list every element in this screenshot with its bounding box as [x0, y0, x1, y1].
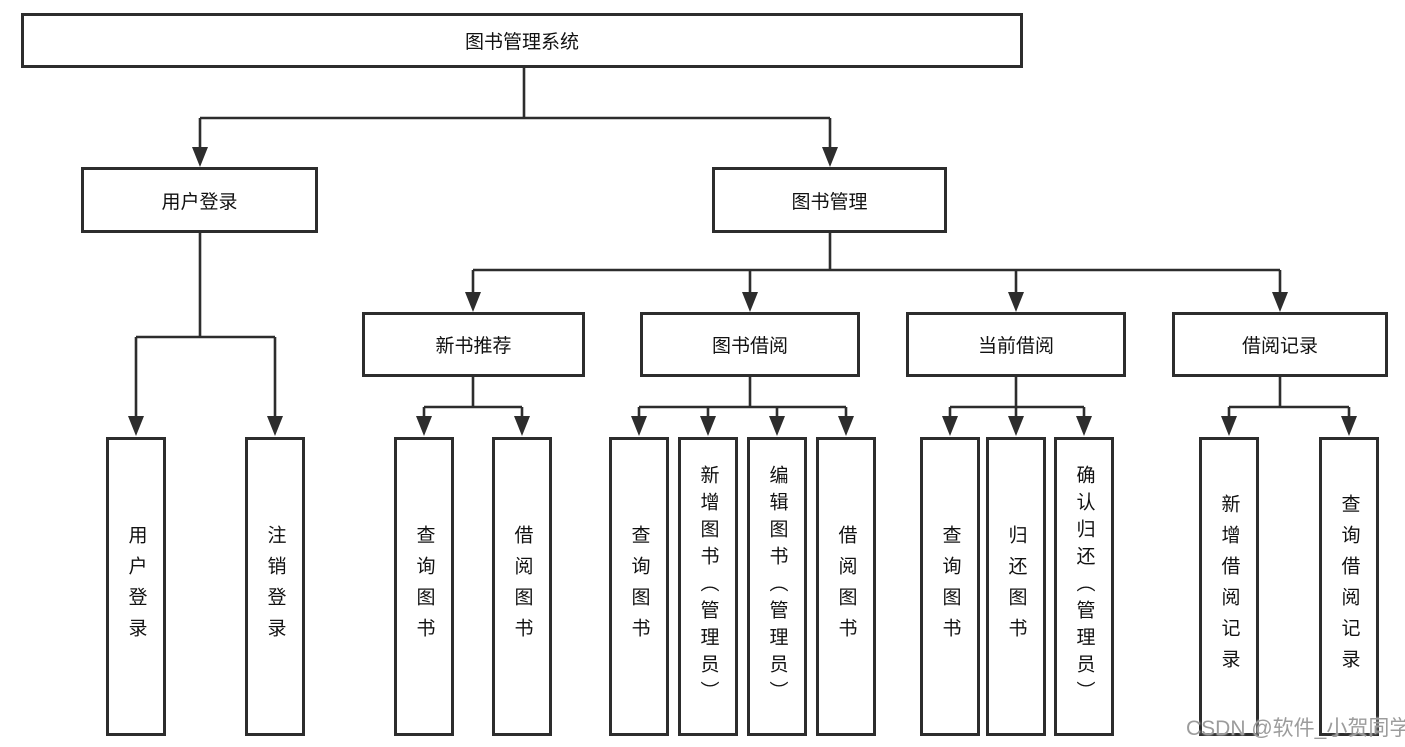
- node-root: 图书管理系统: [21, 13, 1023, 68]
- leaf-label: 查询借阅记录: [1338, 493, 1360, 680]
- node-book-borrow: 图书借阅: [640, 312, 860, 377]
- leaf-borrow-books: 借阅图书: [816, 437, 876, 736]
- node-new-book-recommend-label: 新书推荐: [435, 336, 512, 357]
- leaf-logout: 注销登录: [245, 437, 305, 736]
- leaf-add-books-admin: 新增图书（管理员）: [678, 437, 738, 736]
- leaf-label: 查询图书: [413, 524, 435, 649]
- leaf-label: 查询图书: [628, 524, 650, 649]
- node-user-login: 用户登录: [81, 167, 318, 233]
- watermark: CSDN @软件_小贺同学: [1186, 717, 1405, 740]
- node-book-borrow-label: 图书借阅: [711, 336, 788, 357]
- leaf-borrow-books-recommend: 借阅图书: [492, 437, 552, 736]
- node-borrow-records-label: 借阅记录: [1241, 336, 1318, 357]
- leaf-add-borrow-record: 新增借阅记录: [1199, 437, 1259, 736]
- node-book-management: 图书管理: [712, 167, 947, 233]
- leaf-return-books: 归还图书: [986, 437, 1046, 736]
- leaf-label: 编辑图书（管理员）: [766, 465, 788, 708]
- leaf-label: 注销登录: [264, 524, 286, 649]
- leaf-label: 借阅图书: [835, 524, 857, 649]
- node-current-borrow: 当前借阅: [906, 312, 1126, 377]
- leaf-query-books-recommend: 查询图书: [394, 437, 454, 736]
- leaf-confirm-return-admin: 确认归还（管理员）: [1054, 437, 1114, 736]
- node-current-borrow-label: 当前借阅: [977, 336, 1054, 357]
- node-borrow-records: 借阅记录: [1172, 312, 1388, 377]
- leaf-label: 用户登录: [125, 524, 147, 649]
- node-user-login-label: 用户登录: [161, 191, 238, 213]
- leaf-label: 查询图书: [939, 524, 961, 649]
- leaf-user-login: 用户登录: [106, 437, 166, 736]
- leaf-query-borrow-record: 查询借阅记录: [1319, 437, 1379, 736]
- leaf-label: 新增借阅记录: [1218, 493, 1240, 680]
- leaf-query-books-borrow: 查询图书: [609, 437, 669, 736]
- leaf-query-books-current: 查询图书: [920, 437, 980, 736]
- leaf-label: 归还图书: [1005, 524, 1027, 649]
- leaf-label: 确认归还（管理员）: [1073, 465, 1095, 708]
- node-root-label: 图书管理系统: [464, 32, 579, 53]
- node-new-book-recommend: 新书推荐: [362, 312, 585, 377]
- node-book-management-label: 图书管理: [791, 191, 868, 213]
- leaf-label: 借阅图书: [511, 524, 533, 649]
- leaf-label: 新增图书（管理员）: [697, 465, 719, 708]
- leaf-edit-books-admin: 编辑图书（管理员）: [747, 437, 807, 736]
